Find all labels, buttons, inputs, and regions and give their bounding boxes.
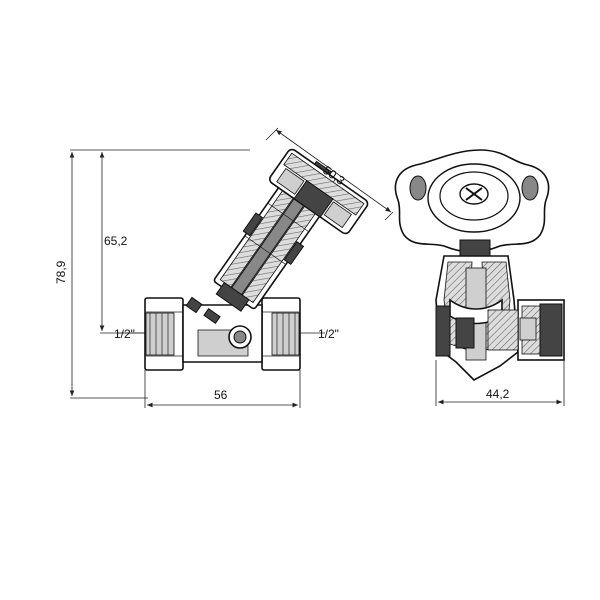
dim-stem-height: 65,2: [104, 234, 128, 248]
side-body: [435, 255, 565, 381]
packing-nut: [203, 308, 221, 324]
valve-body: [144, 297, 301, 371]
thread-label-right: 1/2": [318, 327, 339, 341]
packing-ring: [185, 296, 203, 314]
side-dimensions: 44,2: [435, 360, 565, 406]
handwheel-side: [394, 149, 550, 253]
dim-side-width: 44,2: [486, 387, 510, 401]
side-view: [394, 149, 565, 381]
dim-overall-height: 78,9: [54, 260, 68, 284]
thread-label-left: 1/2": [114, 327, 135, 341]
dim-body-length: 56: [214, 388, 228, 402]
